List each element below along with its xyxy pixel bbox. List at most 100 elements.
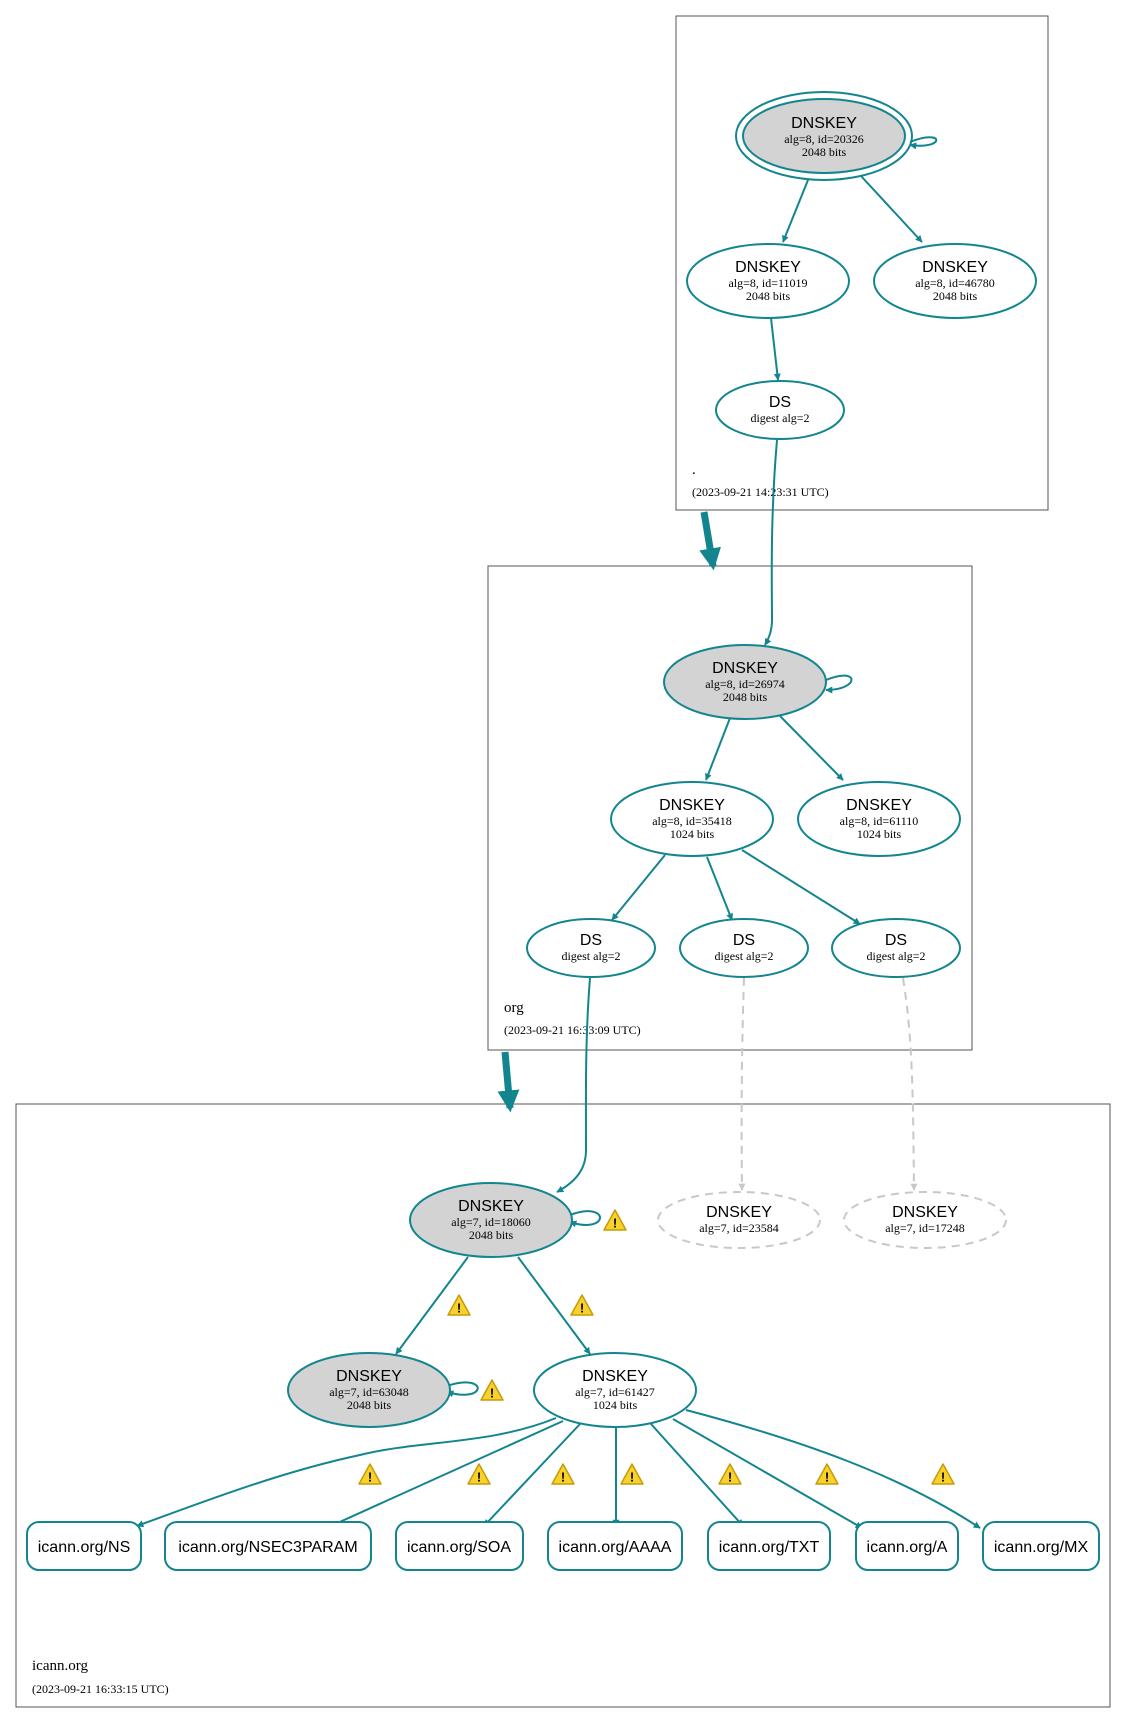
edge-org-zsk1-ds3	[741, 849, 861, 925]
node-icann-missing1-line1: alg=7, id=23584	[699, 1221, 779, 1235]
node-org-ksk[interactable]: DNSKEY alg=8, id=26974 2048 bits	[663, 644, 827, 720]
zone-org: org (2023-09-21 16:33:09 UTC)	[487, 565, 973, 1051]
node-icann-ksk-title: DNSKEY	[458, 1198, 524, 1215]
node-icann-ksk2[interactable]: DNSKEY alg=7, id=63048 2048 bits	[287, 1352, 451, 1428]
rrset-soa[interactable]: icann.org/SOA	[395, 1521, 524, 1571]
node-root-ksk-line2: 2048 bits	[802, 145, 847, 159]
node-root-zsk2-line2: 2048 bits	[933, 289, 978, 303]
node-root-zsk1[interactable]: DNSKEY alg=8, id=11019 2048 bits	[686, 243, 850, 319]
warning-icon[interactable]	[447, 1294, 471, 1317]
node-org-ds3-line1: digest alg=2	[866, 949, 925, 963]
node-org-zsk1-line1: alg=8, id=35418	[652, 814, 732, 828]
edge-org-ksk-self	[825, 674, 853, 694]
edge-root-ksk-self	[909, 136, 938, 150]
warning-icon[interactable]	[467, 1463, 491, 1486]
node-root-zsk1-title: DNSKEY	[735, 259, 801, 276]
rrset-a-label: icann.org/A	[867, 1539, 948, 1556]
edge-icann-ksk2-self	[446, 1381, 479, 1398]
node-icann-ksk2-title: DNSKEY	[336, 1368, 402, 1385]
node-org-zsk1[interactable]: DNSKEY alg=8, id=35418 1024 bits	[610, 781, 774, 857]
node-icann-ksk[interactable]: DNSKEY alg=7, id=18060 2048 bits	[409, 1182, 573, 1258]
node-org-zsk2-line1: alg=8, id=61110	[840, 814, 919, 828]
warning-icon[interactable]	[931, 1463, 955, 1486]
zone-org-timestamp: (2023-09-21 16:33:09 UTC)	[504, 1023, 641, 1037]
warning-icon[interactable]	[603, 1209, 627, 1232]
node-icann-missing2-title: DNSKEY	[892, 1204, 958, 1221]
rrset-ns-label: icann.org/NS	[38, 1539, 131, 1556]
edge-zsk-a	[672, 1418, 863, 1529]
node-org-ds1-line1: digest alg=2	[561, 949, 620, 963]
rrset-ns[interactable]: icann.org/NS	[26, 1521, 142, 1571]
node-root-ksk[interactable]: DNSKEY alg=8, id=20326 2048 bits	[735, 91, 913, 181]
rrset-aaaa[interactable]: icann.org/AAAA	[547, 1521, 683, 1571]
edge-root-ksk-zsk1	[782, 179, 809, 243]
delegation-org-icann	[497, 1051, 520, 1113]
rrset-a[interactable]: icann.org/A	[855, 1521, 959, 1571]
warning-icon[interactable]	[358, 1463, 382, 1486]
zone-root-box	[675, 15, 1049, 511]
node-root-zsk2[interactable]: DNSKEY alg=8, id=46780 2048 bits	[873, 243, 1037, 319]
edge-icann-ksk-zsk	[517, 1256, 591, 1355]
edge-org-ksk-zsk2	[779, 715, 844, 781]
node-icann-missing1-title: DNSKEY	[706, 1204, 772, 1221]
edge-zsk-txt	[650, 1423, 744, 1527]
node-org-ds2-title: DS	[733, 932, 755, 949]
warning-icon[interactable]	[570, 1294, 594, 1317]
node-org-ds2[interactable]: DS digest alg=2	[679, 918, 809, 978]
zone-org-name: org	[504, 1000, 524, 1016]
node-org-ds1[interactable]: DS digest alg=2	[526, 918, 656, 978]
node-root-zsk2-title: DNSKEY	[922, 259, 988, 276]
edge-root-zsk1-ds	[770, 317, 781, 381]
node-org-zsk1-title: DNSKEY	[659, 797, 725, 814]
node-org-ds3-title: DS	[885, 932, 907, 949]
edge-root-ds-org-ksk	[764, 439, 778, 646]
node-root-zsk1-line2: 2048 bits	[746, 289, 791, 303]
rrset-soa-label: icann.org/SOA	[407, 1539, 511, 1556]
edge-zsk-soa	[483, 1423, 581, 1527]
edge-icann-ksk-ksk2	[395, 1256, 469, 1355]
warning-icon[interactable]	[815, 1463, 839, 1486]
edge-zsk-ns	[136, 1417, 557, 1528]
node-icann-missing2-line1: alg=7, id=17248	[885, 1221, 965, 1235]
node-icann-ksk-line1: alg=7, id=18060	[451, 1215, 531, 1229]
node-root-ds[interactable]: DS digest alg=2	[715, 380, 845, 440]
zone-root-name: .	[692, 462, 696, 478]
node-icann-missing2[interactable]: DNSKEY alg=7, id=17248	[843, 1191, 1007, 1249]
edge-org-ds3-missing2	[902, 977, 918, 1191]
zone-icann-box	[15, 1103, 1111, 1708]
edge-org-zsk1-ds2	[706, 856, 733, 921]
warning-icon[interactable]	[718, 1463, 742, 1486]
rrset-nsec3param-label: icann.org/NSEC3PARAM	[178, 1539, 357, 1556]
node-icann-ksk2-line1: alg=7, id=63048	[329, 1385, 409, 1399]
node-org-ksk-line2: 2048 bits	[723, 690, 768, 704]
node-org-zsk2[interactable]: DNSKEY alg=8, id=61110 1024 bits	[797, 781, 961, 857]
edge-org-ksk-zsk1	[705, 717, 731, 781]
node-org-ksk-title: DNSKEY	[712, 660, 778, 677]
node-org-ds3[interactable]: DS digest alg=2	[831, 918, 961, 978]
node-root-ksk-line1: alg=8, id=20326	[784, 132, 864, 146]
rrset-nsec3param[interactable]: icann.org/NSEC3PARAM	[164, 1521, 372, 1571]
node-icann-zsk-line2: 1024 bits	[593, 1398, 638, 1412]
edge-org-ds1-icann-ksk	[556, 977, 591, 1193]
node-root-ds-line1: digest alg=2	[750, 411, 809, 425]
zone-icann-name: icann.org	[32, 1658, 88, 1674]
rrset-txt-label: icann.org/TXT	[719, 1539, 820, 1556]
node-icann-zsk[interactable]: DNSKEY alg=7, id=61427 1024 bits	[533, 1352, 697, 1428]
rrset-mx[interactable]: icann.org/MX	[982, 1521, 1100, 1571]
zone-root-timestamp: (2023-09-21 14:23:31 UTC)	[692, 485, 829, 499]
zone-root: . (2023-09-21 14:23:31 UTC)	[675, 15, 1049, 511]
warning-icon[interactable]	[480, 1379, 504, 1402]
node-org-zsk1-line2: 1024 bits	[670, 827, 715, 841]
delegation-edges	[497, 511, 721, 1113]
rrset-txt[interactable]: icann.org/TXT	[707, 1521, 831, 1571]
node-icann-ksk2-line2: 2048 bits	[347, 1398, 392, 1412]
warning-icon[interactable]	[620, 1463, 644, 1486]
node-root-ds-title: DS	[769, 394, 791, 411]
node-org-zsk2-line2: 1024 bits	[857, 827, 902, 841]
node-root-zsk1-line1: alg=8, id=11019	[728, 276, 807, 290]
node-icann-missing1[interactable]: DNSKEY alg=7, id=23584	[657, 1191, 821, 1249]
edge-zsk-nsec3param	[321, 1420, 564, 1531]
warning-icon[interactable]	[551, 1463, 575, 1486]
